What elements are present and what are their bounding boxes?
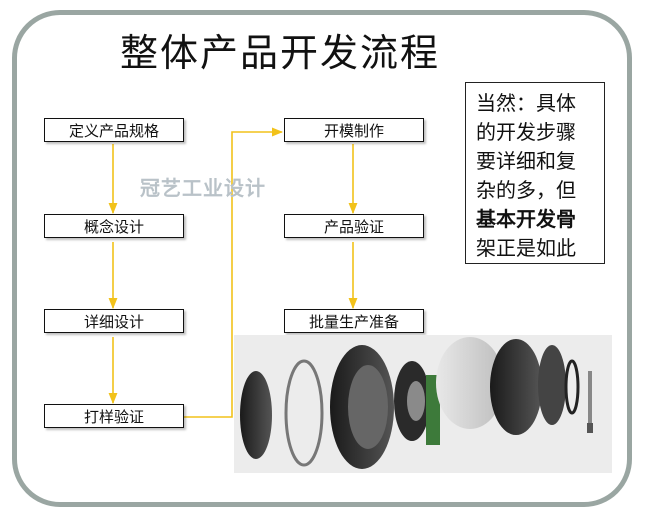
exploded-product-photo [234,335,612,473]
step-product-verify: 产品验证 [284,214,424,238]
step-label: 概念设计 [83,217,144,236]
note-line-1: 当然：具体 [476,91,576,115]
step-mold-making: 开模制作 [284,118,424,142]
step-label: 开模制作 [323,121,384,140]
step-detail-design: 详细设计 [44,309,184,333]
step-concept-design: 概念设计 [44,214,184,238]
note-line-2: 的开发步骤 [476,120,576,144]
step-define-spec: 定义产品规格 [44,118,184,142]
step-mass-production-prep: 批量生产准备 [284,309,424,333]
step-label: 打样验证 [83,407,144,426]
note-box: 当然：具体 的开发步骤 要详细和复 杂的多，但 基本开发骨 架正是如此 [465,82,605,264]
step-label: 定义产品规格 [68,121,159,140]
step-prototype-verify: 打样验证 [44,404,184,428]
step-label: 产品验证 [323,217,384,236]
note-line-5: 基本开发骨 [476,207,576,231]
note-line-3: 要详细和复 [476,149,576,173]
note-line-4: 杂的多，但 [476,178,576,202]
step-label: 批量生产准备 [308,312,399,331]
watermark-text: 冠艺工业设计 [140,176,266,200]
note-line-6: 架正是如此 [476,236,576,260]
step-label: 详细设计 [83,312,144,331]
page-title: 整体产品开发流程 [119,31,440,75]
exploded-parts-illustration [240,337,593,469]
arrow-4-5 [183,127,284,418]
